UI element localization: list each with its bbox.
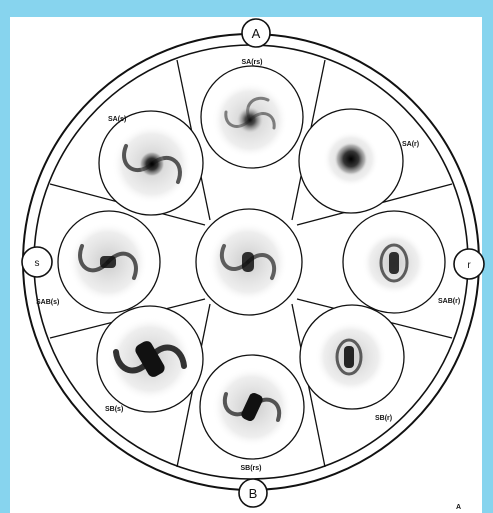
galaxy-sb-r [300, 305, 404, 409]
galaxy-sb-rs [200, 355, 304, 459]
label-sa-s: SA(s) [108, 116, 126, 123]
label-sa-r: SA(r) [402, 141, 419, 148]
label-sb-r: SB(r) [375, 415, 392, 422]
label-sb-rs: SB(rs) [240, 465, 261, 472]
galaxy-sa-rs [201, 66, 303, 168]
pole-label-s: s [35, 258, 40, 269]
galaxy-center [196, 209, 302, 315]
label-sab-r: SAB(r) [438, 298, 460, 305]
galaxy-sb-s [97, 306, 203, 412]
label-sab-s: SAB(s) [36, 299, 59, 306]
label-sb-s: SB(s) [105, 406, 123, 413]
galaxy-sa-s [99, 111, 203, 215]
galaxy-sab-s [58, 211, 160, 313]
label-sa-rs: SA(rs) [241, 59, 262, 66]
corner-mark: A [456, 504, 461, 511]
galaxy-sa-r [299, 109, 403, 213]
galaxy-sab-r [343, 211, 445, 313]
pole-label-b: B [249, 486, 258, 501]
pole-label-a: A [252, 26, 261, 41]
